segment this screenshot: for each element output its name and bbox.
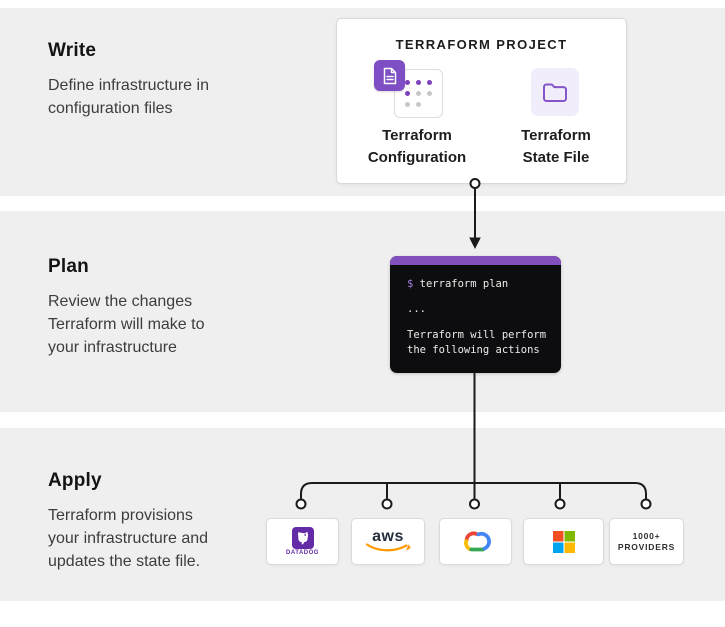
write-section: Write Define infrastructure in configura… xyxy=(48,40,209,120)
provider-card-aws: aws xyxy=(351,518,425,565)
terminal-title-bar xyxy=(390,256,561,265)
terminal-body: $ terraform plan ... Terraform will perf… xyxy=(390,265,561,358)
write-line: configuration files xyxy=(48,100,173,117)
terraform-state-file-label: Terraform State File xyxy=(491,125,621,169)
terminal-prompt: $ xyxy=(407,278,414,290)
write-heading: Write xyxy=(48,40,97,61)
terminal-output-line: the following actions xyxy=(407,344,540,356)
dot xyxy=(405,102,410,107)
terminal-command: terraform plan xyxy=(419,278,509,290)
label-line: Terraform xyxy=(382,127,452,144)
label-line: Terraform xyxy=(521,127,591,144)
more-providers-label: 1000+ PROVIDERS xyxy=(618,531,675,553)
dot xyxy=(416,80,421,85)
microsoft-icon xyxy=(552,530,575,553)
dot xyxy=(427,102,432,107)
folder-icon xyxy=(543,83,567,102)
plan-row-background xyxy=(0,211,725,412)
apply-section: Apply Terraform provisions your infrastr… xyxy=(48,470,208,573)
provider-card-datadog: DATADOG xyxy=(266,518,339,565)
terminal-command-line: $ terraform plan xyxy=(407,278,561,290)
terraform-state-file-icon xyxy=(531,68,579,116)
terraform-configuration-label: Terraform Configuration xyxy=(352,125,482,169)
dot xyxy=(405,91,410,96)
apply-row-background xyxy=(0,428,725,601)
aws-wordmark: aws xyxy=(372,528,404,545)
datadog-icon xyxy=(291,527,314,549)
terraform-project-title: TERRAFORM PROJECT xyxy=(395,37,568,52)
plan-line: Terraform will make to xyxy=(48,316,205,333)
plan-section: Plan Review the changes Terraform will m… xyxy=(48,256,204,359)
google-cloud-icon xyxy=(463,531,491,552)
terraform-configuration-icon xyxy=(374,60,443,118)
aws-smile-icon xyxy=(365,543,411,552)
label-line: Configuration xyxy=(367,149,467,166)
document-icon-glyph xyxy=(383,67,396,84)
terminal-to-providers-connector xyxy=(295,372,652,510)
label-line: State File xyxy=(522,149,590,166)
terminal-output: Terraform will perform the following act… xyxy=(407,328,561,358)
dot xyxy=(427,91,432,96)
apply-heading: Apply xyxy=(48,470,102,491)
terminal-window: $ terraform plan ... Terraform will perf… xyxy=(390,256,561,373)
provider-card-google-cloud xyxy=(439,518,512,565)
terminal-output-line: Terraform will perform xyxy=(407,329,547,341)
dot xyxy=(405,80,410,85)
datadog-label: DATADOG xyxy=(286,550,319,556)
dot xyxy=(416,91,421,96)
terraform-project-box: TERRAFORM PROJECT xyxy=(336,18,627,184)
plan-heading: Plan xyxy=(48,256,89,277)
write-line: Define infrastructure in xyxy=(48,77,209,94)
more-providers-line: PROVIDERS xyxy=(617,541,676,552)
dot xyxy=(427,80,432,85)
more-providers-line: 1000+ xyxy=(632,530,661,541)
apply-line: Terraform provisions xyxy=(48,507,193,524)
plan-line: your infrastructure xyxy=(48,339,177,356)
provider-card-microsoft xyxy=(523,518,604,565)
dot xyxy=(416,102,421,107)
project-to-terminal-arrow xyxy=(469,178,481,249)
apply-line: updates the state file. xyxy=(48,553,201,570)
provider-card-more-providers: 1000+ PROVIDERS xyxy=(609,518,684,565)
terminal-ellipsis: ... xyxy=(407,303,426,315)
plan-line: Review the changes xyxy=(48,293,193,310)
dots-grid-icon xyxy=(405,80,432,107)
document-icon xyxy=(374,60,405,91)
apply-line: your infrastructure and xyxy=(48,530,209,547)
